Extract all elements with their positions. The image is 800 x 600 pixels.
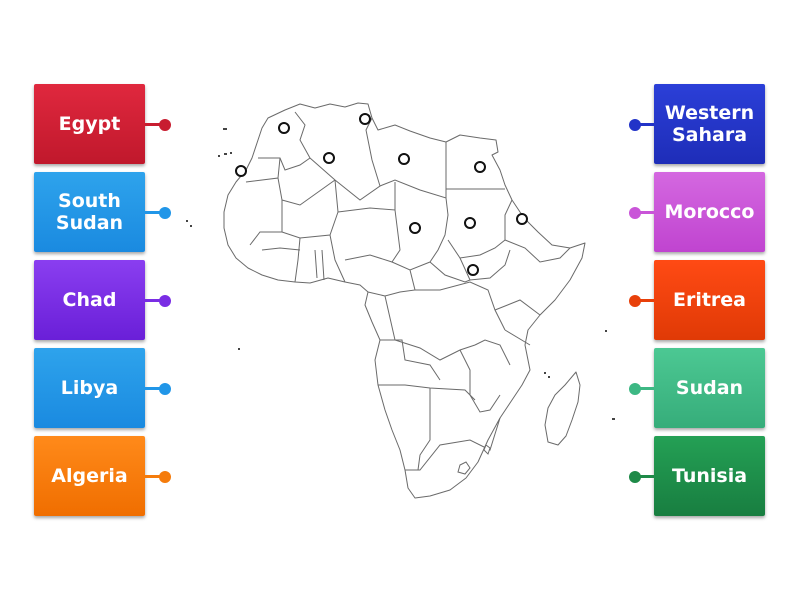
africa-outline <box>186 102 615 499</box>
label-text: Eritrea <box>672 289 747 311</box>
connector-pin-icon[interactable] <box>159 119 171 131</box>
egypt-target-icon[interactable] <box>474 161 486 173</box>
connector-line <box>145 211 161 214</box>
morocco-target-icon[interactable] <box>278 122 290 134</box>
libya-target-icon[interactable] <box>398 153 410 165</box>
connector-line <box>638 123 654 126</box>
label-card-sudan[interactable]: Sudan <box>654 348 765 428</box>
label-card-western-sahara[interactable]: Western Sahara <box>654 84 765 164</box>
label-card-south-sudan[interactable]: South Sudan <box>34 172 145 252</box>
connector-line <box>638 211 654 214</box>
label-text: Libya <box>60 377 119 399</box>
label-text: South Sudan <box>55 190 124 234</box>
label-text: Tunisia <box>671 465 748 487</box>
connector-pin-icon[interactable] <box>629 207 641 219</box>
label-text: Western Sahara <box>664 102 755 146</box>
label-text: Egypt <box>58 113 121 135</box>
label-card-eritrea[interactable]: Eritrea <box>654 260 765 340</box>
label-card-algeria[interactable]: Algeria <box>34 436 145 516</box>
connector-line <box>638 387 654 390</box>
eritrea-target-icon[interactable] <box>516 213 528 225</box>
label-text: Sudan <box>675 377 744 399</box>
tunisia-target-icon[interactable] <box>359 113 371 125</box>
connector-line <box>145 387 161 390</box>
label-text: Morocco <box>664 201 755 223</box>
africa-map <box>180 95 620 505</box>
connector-line <box>145 299 161 302</box>
label-card-egypt[interactable]: Egypt <box>34 84 145 164</box>
connector-pin-icon[interactable] <box>629 119 641 131</box>
label-text: Chad <box>62 289 117 311</box>
chad-target-icon[interactable] <box>409 222 421 234</box>
label-card-morocco[interactable]: Morocco <box>654 172 765 252</box>
connector-pin-icon[interactable] <box>159 471 171 483</box>
algeria-target-icon[interactable] <box>323 152 335 164</box>
connector-pin-icon[interactable] <box>629 383 641 395</box>
label-text: Algeria <box>51 465 128 487</box>
label-card-chad[interactable]: Chad <box>34 260 145 340</box>
connector-pin-icon[interactable] <box>629 295 641 307</box>
connector-pin-icon[interactable] <box>159 383 171 395</box>
connector-pin-icon[interactable] <box>629 471 641 483</box>
label-card-libya[interactable]: Libya <box>34 348 145 428</box>
western-sahara-target-icon[interactable] <box>235 165 247 177</box>
label-card-tunisia[interactable]: Tunisia <box>654 436 765 516</box>
connector-pin-icon[interactable] <box>159 295 171 307</box>
connector-line <box>145 475 161 478</box>
connector-line <box>638 299 654 302</box>
connector-pin-icon[interactable] <box>159 207 171 219</box>
connector-line <box>638 475 654 478</box>
south-sudan-target-icon[interactable] <box>467 264 479 276</box>
sudan-target-icon[interactable] <box>464 217 476 229</box>
connector-line <box>145 123 161 126</box>
